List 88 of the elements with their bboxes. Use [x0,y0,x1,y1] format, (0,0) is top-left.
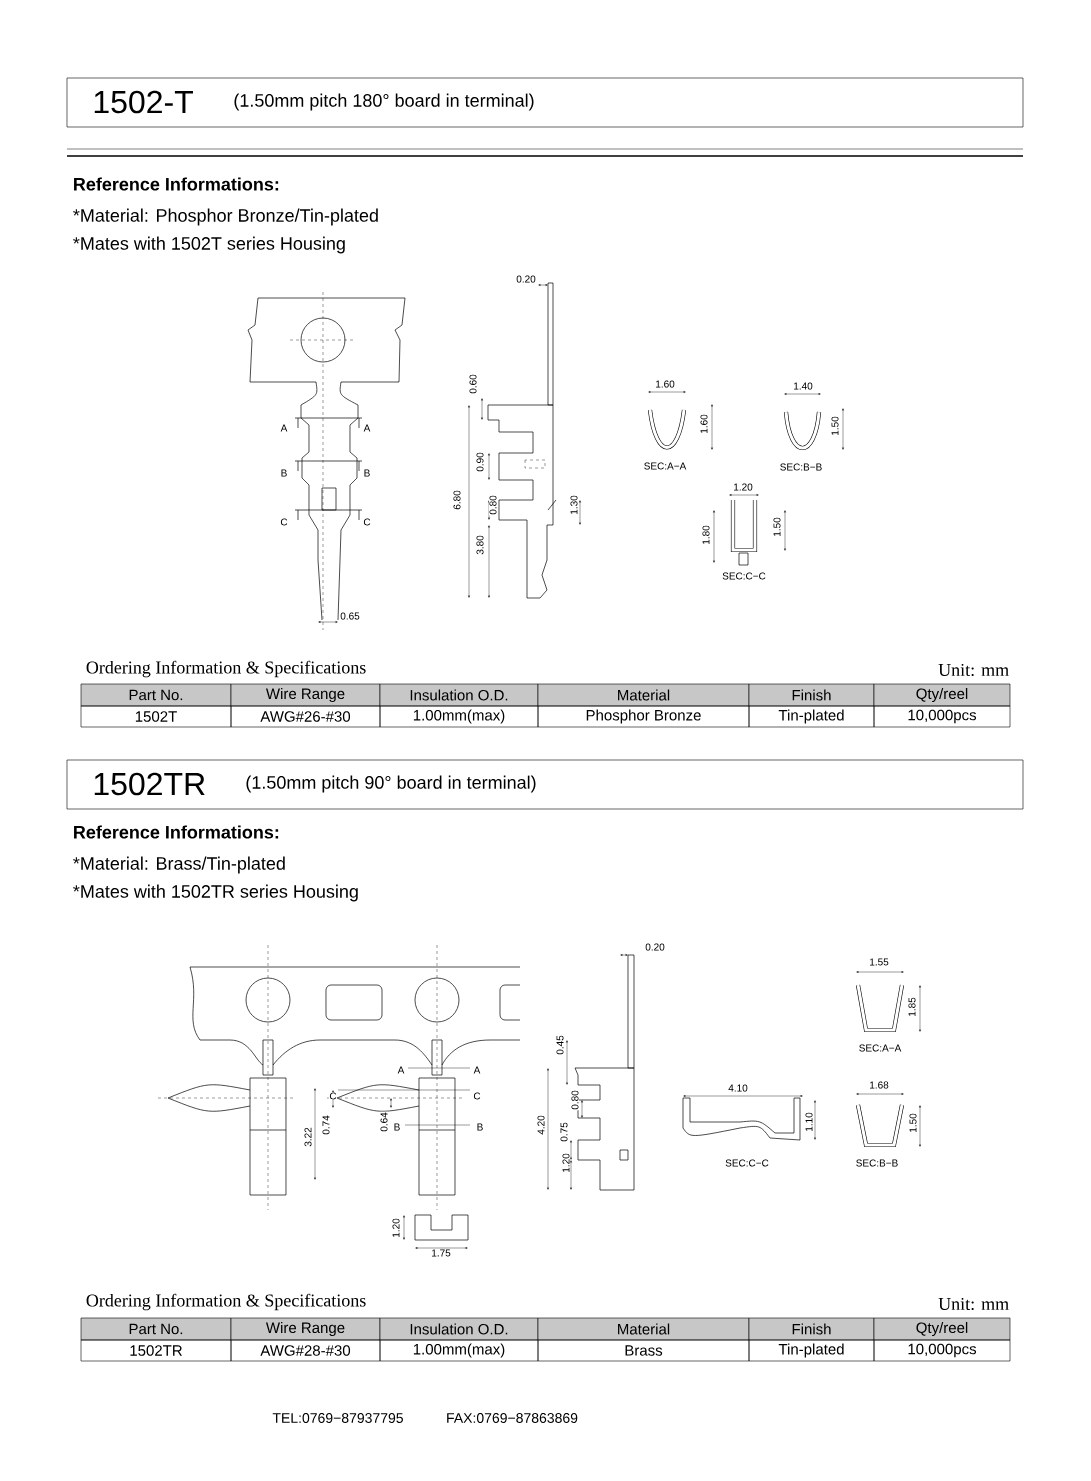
table-title: Ordering Information & Specifications [85,1293,367,1311]
dimension-label: 0.74 [321,1114,331,1136]
note-text: *Material: Phosphor Bronze/Tin-plated [72,208,380,226]
dimension-label: 0.65 [339,611,361,621]
header-cell: Wire Range [230,683,381,707]
table-cell: 1.00mm(max) [379,1339,539,1362]
dimension-label: 0.20 [644,942,666,952]
header-cell: Part No. [80,1317,232,1341]
table-cell: 1.00mm(max) [379,705,539,728]
section-label: SEC:B−B [779,462,823,472]
dimension-label: 1.68 [868,1080,890,1090]
section-label: SEC:A−A [858,1043,902,1053]
dimension-label: 0.60 [468,373,478,395]
header-cell: Finish [748,683,875,707]
header-cell: Material [537,1317,750,1341]
dimension-label: 1.10 [804,1111,814,1133]
table-cell: Tin-plated [748,705,875,728]
footer-text: FAX:0769−87863869 [445,1412,579,1424]
dimension-label: 0.45 [555,1034,565,1056]
section-letter: C [328,1091,338,1101]
section-letter: A [397,1066,405,1074]
dimension-label: 1.20 [391,1217,401,1239]
header-cell: Material [537,683,750,707]
section-letter: C [472,1091,482,1101]
dimension-label: 0.75 [559,1121,569,1143]
dimension-label: 3.22 [303,1126,313,1148]
table-cell: Brass [537,1339,750,1362]
note-text: *Mates with 1502T series Housing [72,236,347,254]
table-cell: 1502TR [80,1339,232,1362]
section-label: SEC:A−A [643,461,687,471]
dimension-label: 0.20 [515,274,537,284]
header-cell: Finish [748,1317,875,1341]
dimension-label: 1.50 [830,415,840,437]
dimension-label: 3.80 [475,534,485,556]
section-letter: C [362,517,372,527]
header-cell: Insulation O.D. [379,1317,539,1341]
section-letter: B [363,469,371,477]
section-heading: Reference Informations: [72,824,281,840]
dimension-label: 1.30 [569,494,579,516]
dimension-label: 1.60 [654,379,676,389]
table-cell: Phosphor Bronze [537,705,750,728]
dimension-label: 1.50 [908,1112,918,1134]
dimension-label: 1.75 [430,1249,452,1257]
dimension-label: 1.20 [561,1152,571,1174]
dimension-label: 1.20 [732,482,754,492]
header-cell: Insulation O.D. [379,683,539,707]
dimension-label: 1.50 [772,516,782,538]
table-cell: 1502T [80,705,232,728]
dimension-label: 0.80 [488,494,498,516]
dimension-label: 1.85 [907,996,917,1018]
table-cell: AWG#28-#30 [230,1339,381,1362]
section-heading: Reference Informations: [72,176,281,192]
dimension-label: 6.80 [452,489,462,511]
section-letter: C [279,517,289,527]
section-letter: B [393,1123,401,1131]
table-cell: AWG#26-#30 [230,705,381,728]
note-text: *Material: Brass/Tin-plated [72,856,287,874]
footer-text: TEL:0769−87937795 [271,1412,405,1424]
table-cell: Tin-plated [748,1339,875,1362]
unit-text: Unit: mm [937,1297,1010,1311]
dimension-label: 4.20 [536,1114,546,1136]
header-cell: Wire Range [230,1317,381,1341]
section-letter: A [280,424,288,432]
section-letter: A [363,424,371,432]
section-label: SEC:C−C [724,1158,770,1168]
dimension-label: 0.80 [570,1089,580,1111]
dimension-label: 0.90 [475,451,485,473]
section-letter: B [476,1123,484,1131]
dimension-label: 1.80 [701,524,711,546]
dimension-label: 4.10 [727,1083,749,1093]
section-label: SEC:C−C [721,571,767,581]
section-label: SEC:B−B [855,1158,899,1168]
dimension-label: 0.64 [379,1111,389,1133]
section-letter: B [280,469,288,477]
dimension-label: 1.60 [699,413,709,435]
dimension-label: 1.55 [868,958,890,966]
title-box: 1502-T (1.50mm pitch 180° board in terminal) [66,77,1024,128]
dimension-label: 1.40 [792,381,814,391]
title-box: 1502TR (1.50mm pitch 90° board in terminal) [66,759,1024,810]
table-title: Ordering Information & Specifications [85,660,367,678]
table-cell: 10,000pcs [873,705,1011,728]
note-text: *Mates with 1502TR series Housing [72,884,360,902]
header-cell: Qty/reel [873,1317,1011,1341]
section-letter: A [473,1066,481,1074]
header-cell: Qty/reel [873,683,1011,707]
header-cell: Part No. [80,683,232,707]
unit-text: Unit: mm [937,663,1010,677]
table-cell: 10,000pcs [873,1339,1011,1362]
